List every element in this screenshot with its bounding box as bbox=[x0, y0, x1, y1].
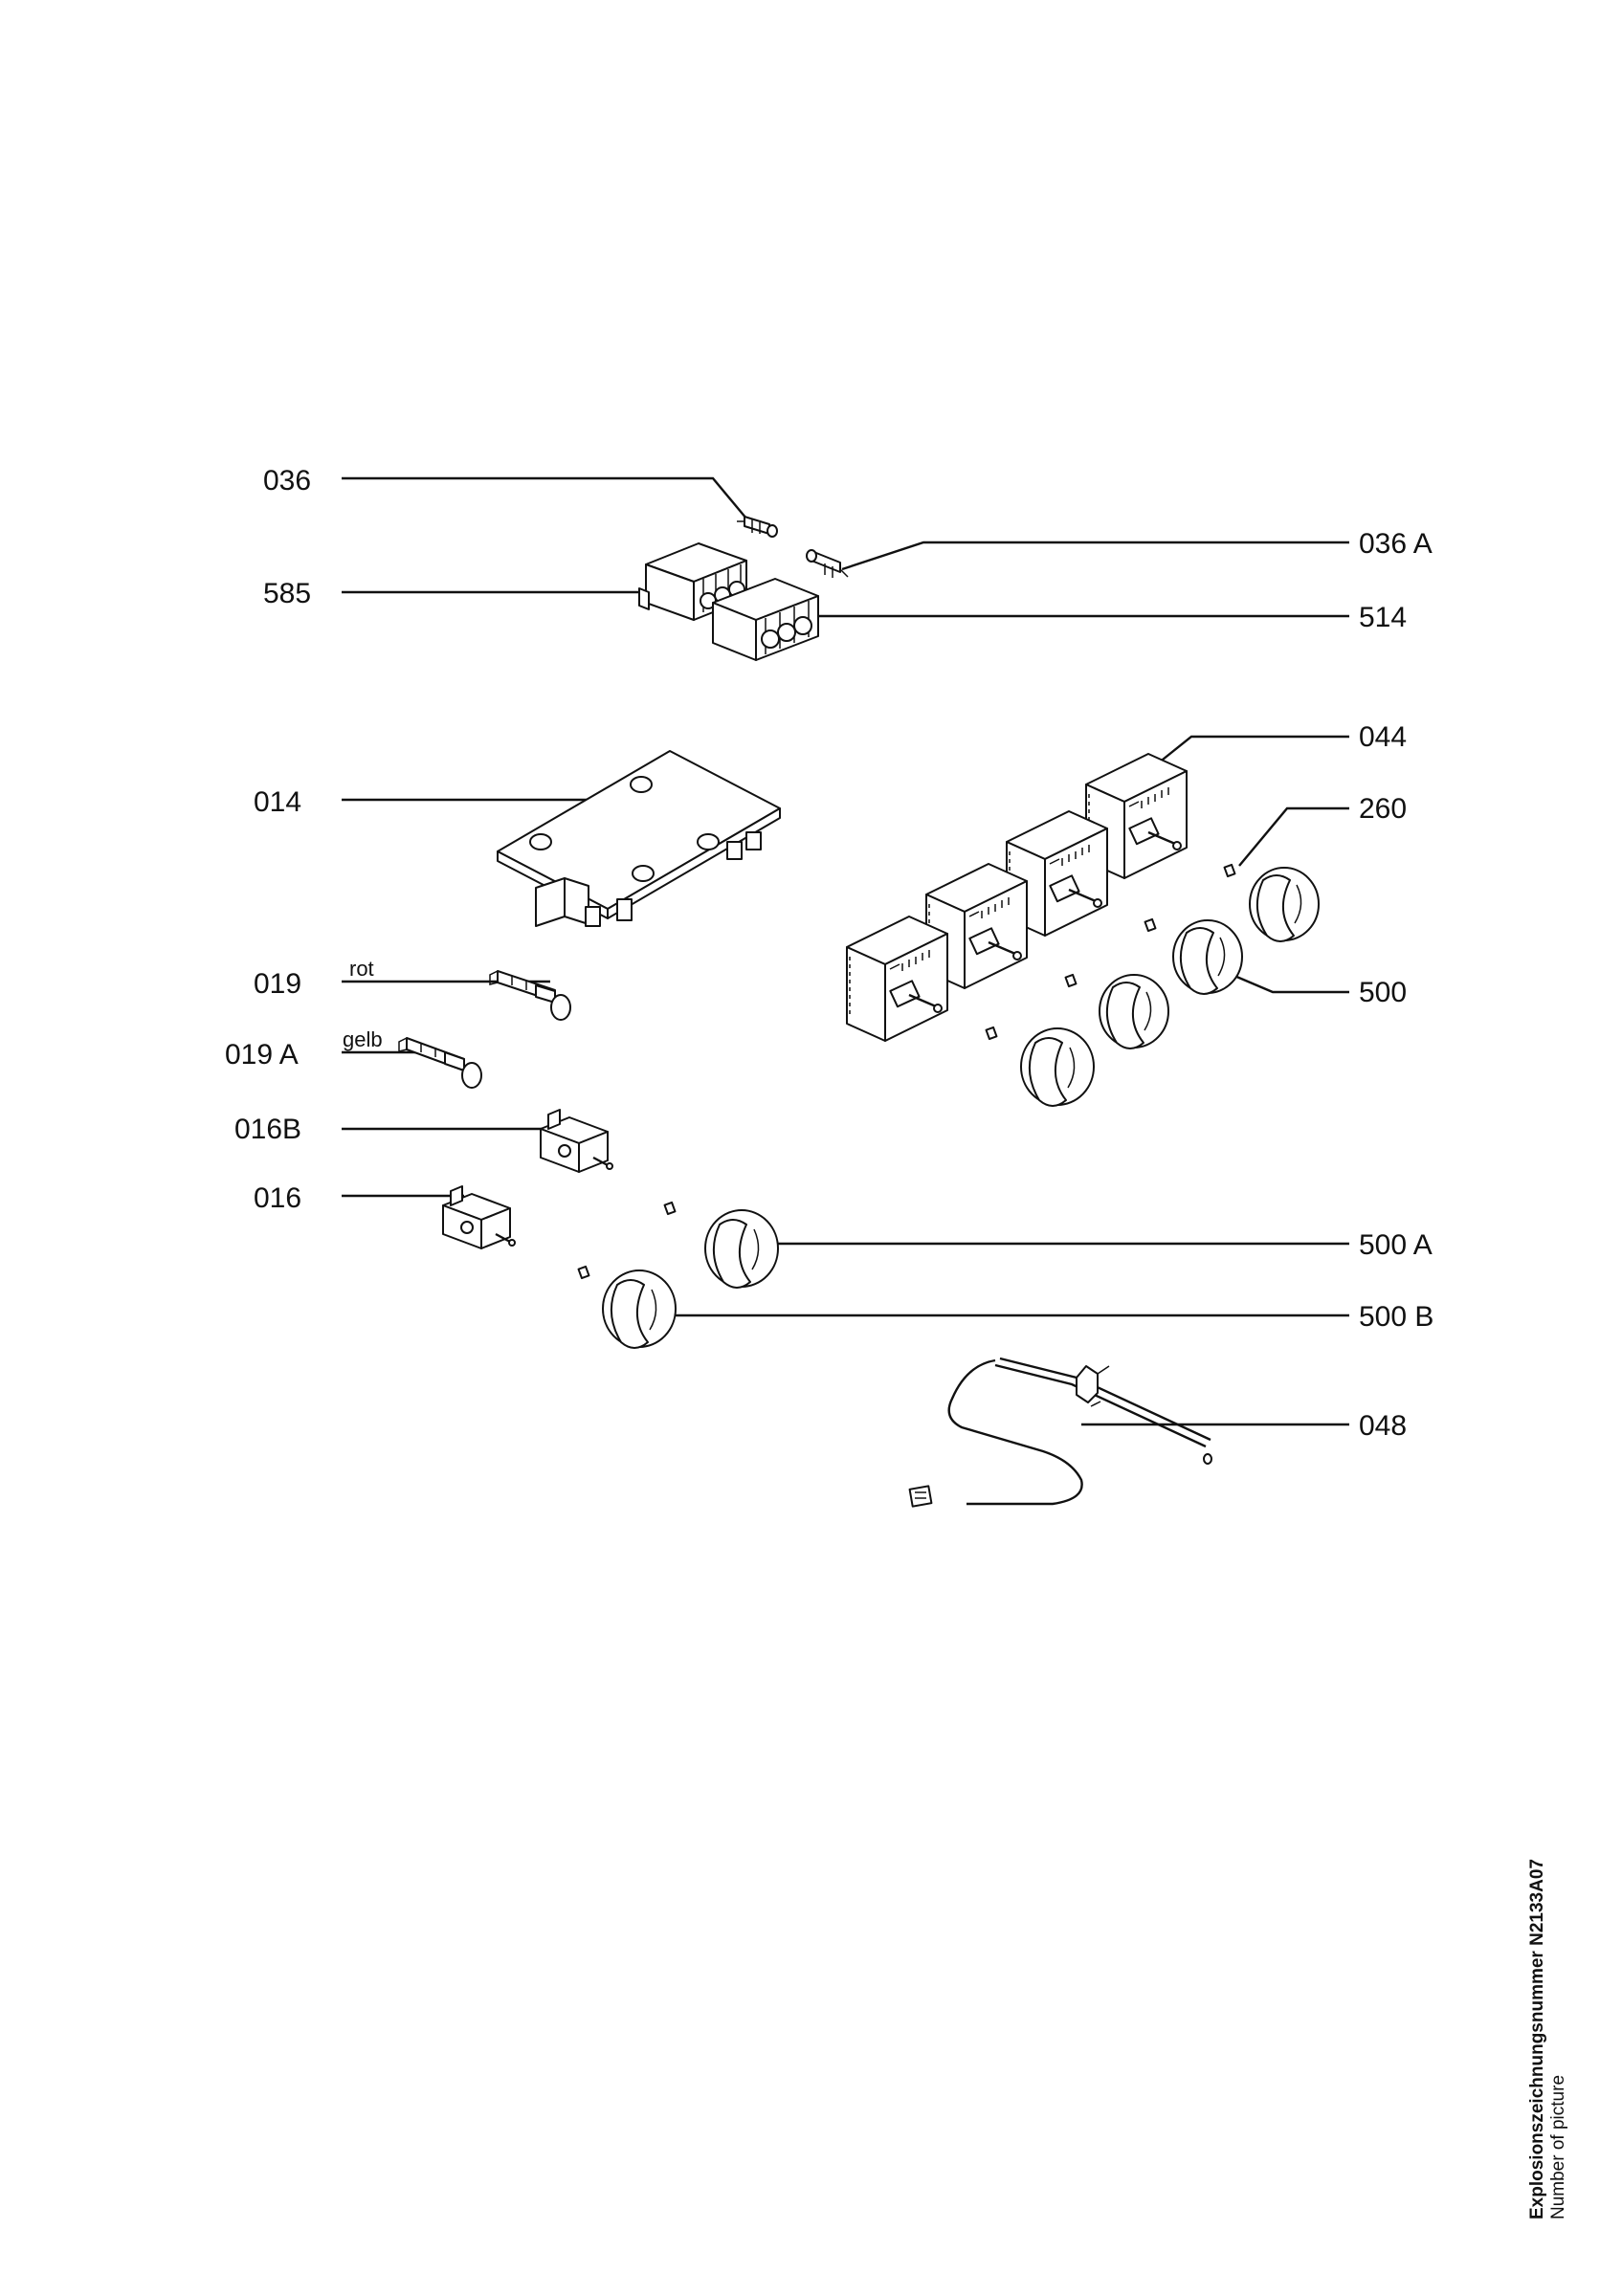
terminal-036a-illustration bbox=[806, 549, 849, 578]
pilot-lamp-019a-illustration bbox=[398, 1037, 482, 1089]
part-labels: 036 585 014 019 019 A 016B 016 036 A 514… bbox=[225, 465, 1433, 1442]
leader-500 bbox=[1233, 974, 1349, 994]
pilot-lamp-019-illustration bbox=[489, 970, 571, 1021]
label-048: 048 bbox=[1359, 1410, 1407, 1442]
leader-036a bbox=[841, 541, 1349, 571]
leader-044 bbox=[1157, 735, 1349, 764]
knobs-500-illustration bbox=[1020, 867, 1320, 1107]
knob bbox=[1099, 974, 1169, 1049]
picture-number-subtitle: Number of picture bbox=[1548, 2075, 1568, 2219]
label-019: 019 bbox=[254, 968, 301, 1000]
knob-500a-illustration bbox=[704, 1209, 779, 1289]
knob bbox=[1249, 867, 1320, 942]
label-036a: 036 A bbox=[1359, 528, 1433, 560]
circuit-board-014-illustration bbox=[497, 750, 781, 927]
switch-016-illustration bbox=[442, 1185, 516, 1249]
picture-number-title: Explosionszeichnungsnummer N2133A07 bbox=[1527, 1859, 1547, 2219]
terminal-036-illustration bbox=[737, 516, 778, 538]
label-044: 044 bbox=[1359, 721, 1407, 753]
wire-color-gelb: gelb bbox=[343, 1027, 383, 1051]
terminal-block-514-illustration bbox=[712, 578, 819, 661]
label-585: 585 bbox=[263, 578, 311, 609]
switch-016b-illustration bbox=[540, 1109, 613, 1173]
switch-unit bbox=[846, 916, 948, 1042]
knob bbox=[1020, 1027, 1095, 1107]
picture-number-note: Explosionszeichnungsnummer N2133A07 Numb… bbox=[1527, 1859, 1568, 2219]
wire-color-rot: rot bbox=[349, 957, 374, 981]
leader-036 bbox=[342, 476, 747, 519]
selector-switches-044-illustration bbox=[846, 753, 1188, 1042]
label-514: 514 bbox=[1359, 602, 1407, 633]
leader-260 bbox=[1238, 806, 1349, 867]
knob bbox=[1172, 919, 1243, 995]
label-019a: 019 A bbox=[225, 1039, 299, 1071]
label-500a: 500 A bbox=[1359, 1229, 1433, 1261]
label-500b: 500 B bbox=[1359, 1301, 1433, 1333]
leader-lines bbox=[342, 476, 1349, 1426]
label-016: 016 bbox=[254, 1182, 301, 1214]
knob-500b-illustration bbox=[602, 1269, 677, 1349]
probe-048-illustration bbox=[908, 1357, 1212, 1508]
label-014: 014 bbox=[254, 786, 301, 818]
label-036: 036 bbox=[263, 465, 311, 497]
clips-260-illustration bbox=[577, 863, 1236, 1280]
label-260: 260 bbox=[1359, 793, 1407, 825]
label-016b: 016B bbox=[234, 1114, 301, 1145]
label-500: 500 bbox=[1359, 977, 1407, 1008]
